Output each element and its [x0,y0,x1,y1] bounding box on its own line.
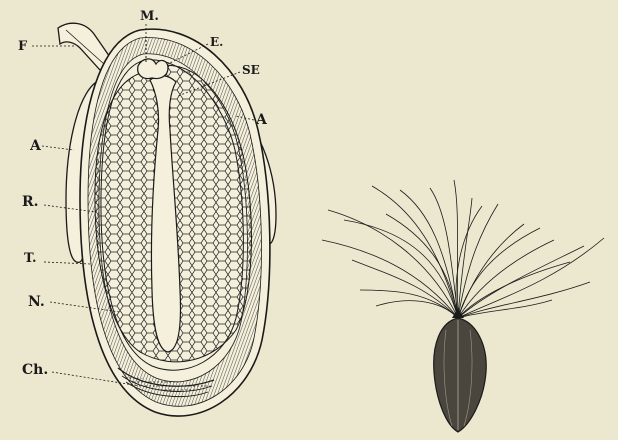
micropyle [138,59,168,79]
achene [434,318,487,432]
label-m: M. [140,9,159,24]
label-f: F [18,39,28,54]
label-se: SE [242,63,260,77]
label-t: T. [24,251,37,266]
label-ch: Ch. [22,362,48,378]
label-a-left: A [29,138,42,154]
plumed-seed [322,180,604,432]
label-a-right: A [255,112,268,128]
label-r: R. [22,194,39,210]
label-e: E. [210,35,223,49]
seed-section: M. E. F SE A A R. T. N. Ch. [18,9,276,416]
pappus-hairs [322,180,604,318]
label-n: N. [28,294,45,310]
